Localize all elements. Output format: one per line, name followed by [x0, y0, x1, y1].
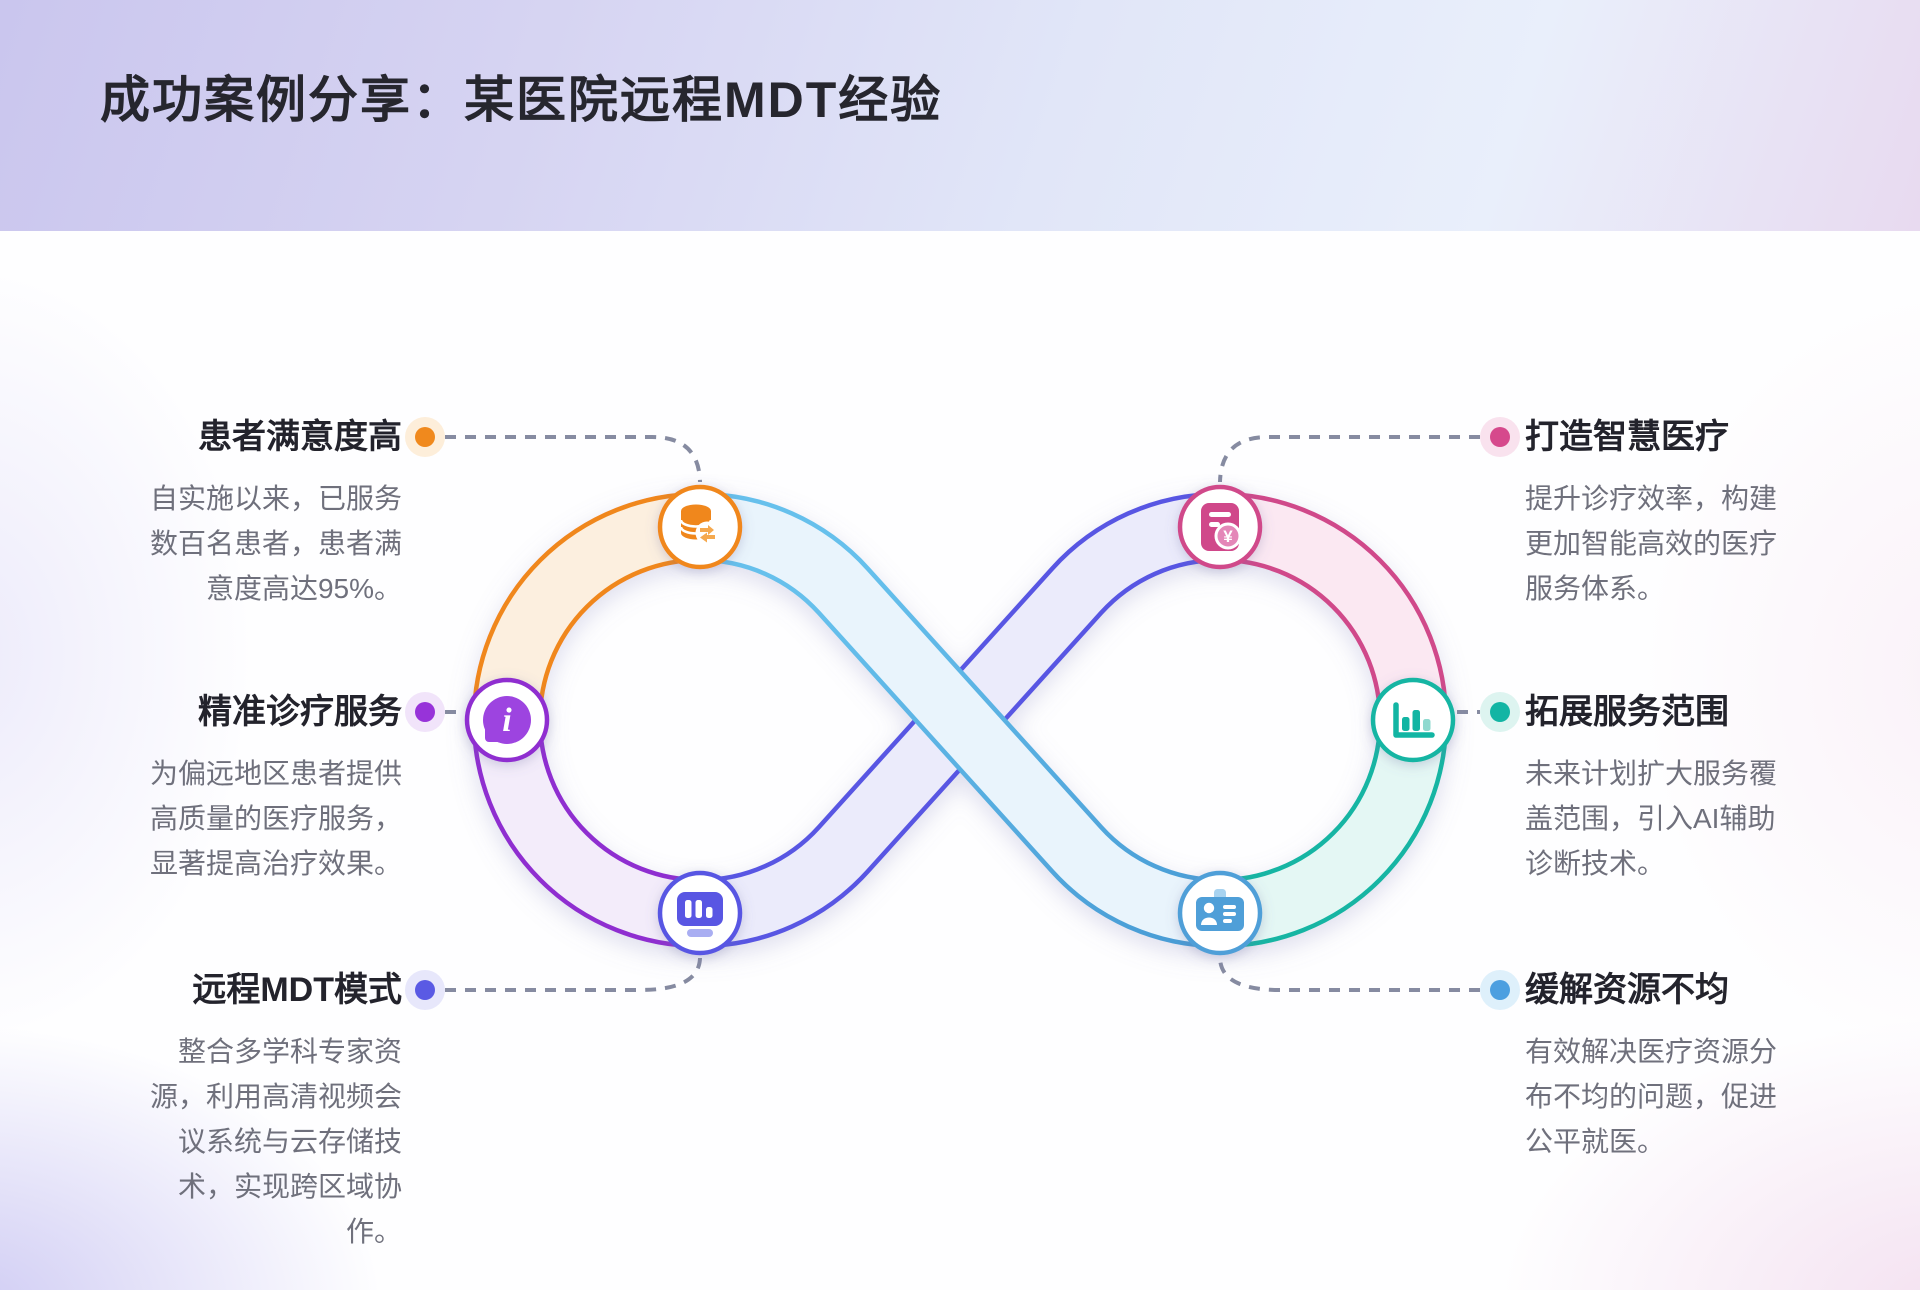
presentation-chart-icon: [677, 892, 723, 937]
info-icon: i: [483, 696, 531, 744]
connector-patient-satisfaction: [445, 435, 702, 483]
item-desc: 提升诊疗效率，构建更加智能高效的医疗服务体系。: [1525, 483, 1778, 604]
item-title: 远程MDT模式: [192, 971, 402, 1009]
connector-lines: [445, 435, 1480, 992]
node-database-sync: [657, 484, 743, 570]
item-title: 精准诊疗服务: [198, 693, 402, 731]
connector-dot: [405, 417, 445, 457]
infinity-ribbon: [471, 491, 1449, 949]
item-desc: 有效解决医疗资源分布不均的问题，促进公平就医。: [1525, 1036, 1778, 1157]
item-title: 拓展服务范围: [1525, 693, 1729, 731]
dot-core: [1490, 427, 1510, 447]
node-billing-document: ¥: [1177, 484, 1263, 570]
database-sync-icon: [679, 504, 719, 545]
dot-core: [415, 702, 435, 722]
item-desc: 自实施以来，已服务数百名患者，患者满意度高达95%。: [149, 483, 402, 604]
connector-resource-balance: [1218, 957, 1480, 992]
item-desc: 整合多学科专家资源，利用高清视频会议系统与云存储技术，实现跨区域协作。: [149, 1036, 402, 1247]
dot-core: [1490, 980, 1510, 1000]
page-title: 成功案例分享：某医院远程MDT经验: [100, 72, 943, 128]
billing-document-icon: ¥: [1201, 503, 1242, 551]
id-card-icon: [1196, 889, 1244, 931]
swap-arrows: [700, 525, 715, 543]
item-title: 缓解资源不均: [1525, 971, 1729, 1009]
dot-core: [415, 427, 435, 447]
item-resource-balance: 缓解资源不均 有效解决医疗资源分布不均的问题，促进公平就医。: [1525, 969, 1790, 1164]
connector-dot: [1480, 417, 1520, 457]
item-title: 患者满意度高: [198, 418, 402, 456]
content-background: [0, 231, 1920, 1290]
connector-dot: [1480, 692, 1520, 732]
bar-chart-icon: [1393, 702, 1435, 738]
item-desc: 为偏远地区患者提供高质量的医疗服务，显著提高治疗效果。: [149, 758, 402, 879]
connector-smart-healthcare: [1218, 435, 1480, 483]
svg-text:¥: ¥: [1223, 527, 1233, 546]
item-smart-healthcare: 打造智慧医疗 提升诊疗效率，构建更加智能高效的医疗服务体系。: [1525, 416, 1790, 611]
connector-dot: [405, 692, 445, 732]
node-presentation-chart: [657, 870, 743, 956]
item-desc: 未来计划扩大服务覆盖范围，引入AI辅助诊断技术。: [1525, 758, 1778, 879]
header-band: [0, 0, 1920, 231]
item-title: 打造智慧医疗: [1525, 418, 1729, 456]
connector-remote-mdt: [445, 957, 702, 992]
dot-core: [415, 980, 435, 1000]
node-info-bubble: i: [464, 677, 550, 763]
dot-core: [1490, 702, 1510, 722]
item-patient-satisfaction: 患者满意度高 自实施以来，已服务数百名患者，患者满意度高达95%。: [137, 416, 402, 611]
item-expand-services: 拓展服务范围 未来计划扩大服务覆盖范围，引入AI辅助诊断技术。: [1525, 691, 1790, 886]
svg-text:i: i: [502, 702, 512, 739]
node-bar-chart: [1370, 677, 1456, 763]
item-precision-care: 精准诊疗服务 为偏远地区患者提供高质量的医疗服务，显著提高治疗效果。: [137, 691, 402, 886]
node-id-card: [1177, 870, 1263, 956]
connector-dot: [1480, 970, 1520, 1010]
item-remote-mdt: 远程MDT模式 整合多学科专家资源，利用高清视频会议系统与云存储技术，实现跨区域…: [137, 969, 402, 1254]
connector-dot: [405, 970, 445, 1010]
